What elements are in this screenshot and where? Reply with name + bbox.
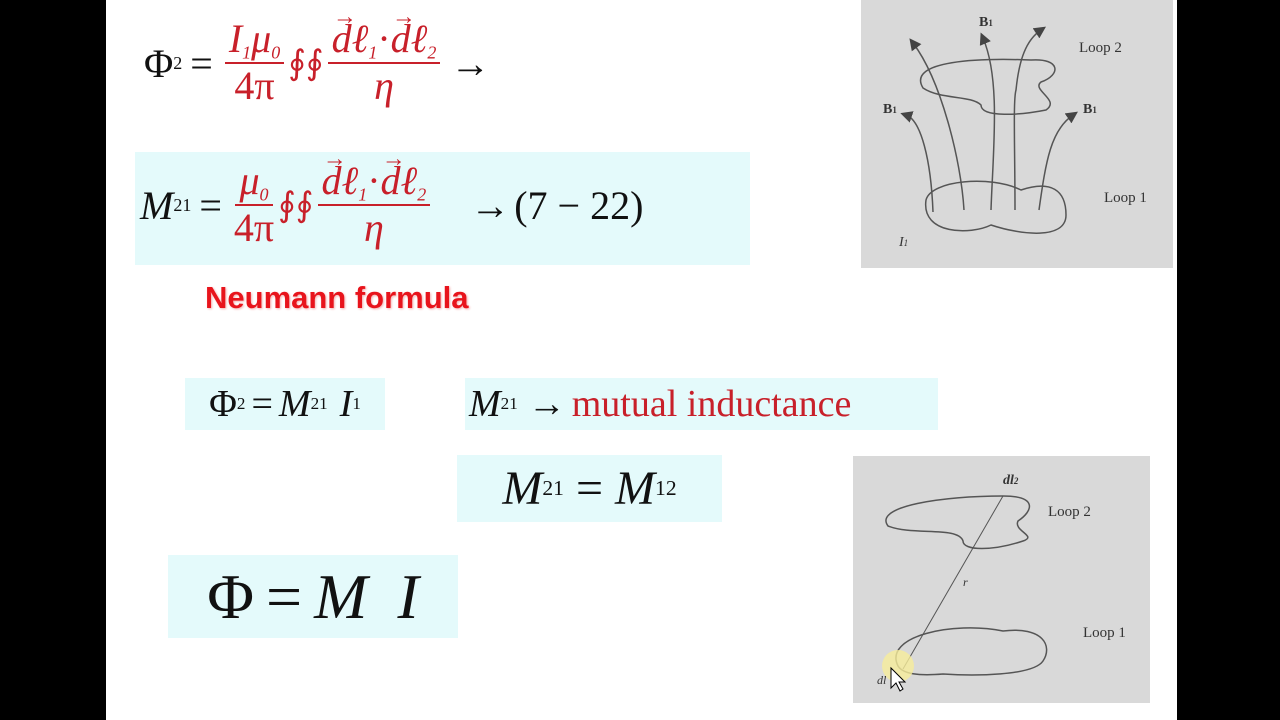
subscript: 2 xyxy=(173,52,183,73)
subscript: 2 xyxy=(236,394,246,413)
loop-2-curve xyxy=(885,495,1031,550)
subscript: 12 xyxy=(655,476,677,500)
neumann-formula-label: Neumann formula xyxy=(205,280,469,315)
neumann-equation: M21 = μ0 4π ∮∮ dℓ1·dℓ2 η → (7 − 22) xyxy=(140,147,644,251)
r-line xyxy=(902,495,1004,670)
dl-vector: dℓ xyxy=(391,5,428,60)
equals-sign: = xyxy=(190,40,213,86)
b1-label-right: B1 xyxy=(1083,102,1097,117)
slide: Φ2 = I1μ0 4π ∮∮ dℓ1·dℓ2 η → M21 = μ0 4π … xyxy=(106,0,1177,720)
dl1-label: dl xyxy=(877,673,887,687)
contour-integrals: ∮∮ xyxy=(288,45,324,83)
dot-operator: · xyxy=(377,16,391,61)
m-symbol: M xyxy=(278,383,311,425)
subscript: 0 xyxy=(259,184,269,205)
denominator: 4π xyxy=(233,205,275,251)
mu-symbol: μ xyxy=(239,158,260,203)
loop-1-label: Loop 1 xyxy=(1083,625,1126,641)
m-symbol: M xyxy=(502,462,543,515)
mu-symbol: μ xyxy=(251,16,272,61)
mutual-inductance-text: mutual inductance xyxy=(571,383,852,425)
loop-1-label: Loop 1 xyxy=(1104,190,1147,206)
subscript: 0 xyxy=(271,42,281,63)
arrow-icon: → xyxy=(527,383,566,425)
subscript: 21 xyxy=(310,394,328,413)
m-symbol: M xyxy=(469,383,501,425)
m-symbol: M xyxy=(140,182,174,228)
subscript: 1 xyxy=(368,42,378,63)
contour-integrals: ∮∮ xyxy=(278,187,314,225)
dl-vector: dℓ xyxy=(322,147,359,202)
arrow-icon: → xyxy=(470,182,511,228)
b1-label-left: B1 xyxy=(883,102,897,117)
dl-vector: dℓ xyxy=(332,5,369,60)
arrow-icon: → xyxy=(450,40,491,86)
loop-1-curve xyxy=(925,180,1067,234)
mouse-cursor-icon xyxy=(890,666,907,692)
equals-sign: = xyxy=(575,462,604,515)
flux-integral-equation: Φ2 = I1μ0 4π ∮∮ dℓ1·dℓ2 η → xyxy=(144,5,491,109)
integrand-fraction: dℓ1·dℓ2 η xyxy=(317,147,431,251)
equals-sign: = xyxy=(199,182,222,228)
r-label: r xyxy=(963,575,968,589)
loop-1-curve xyxy=(895,627,1048,676)
eta-symbol: η xyxy=(363,205,384,251)
subscript: 21 xyxy=(500,394,518,413)
current-symbol: I xyxy=(339,383,353,425)
loops-flux-figure: B1 B1 B1 Loop 2 Loop 1 I1 xyxy=(861,0,1173,268)
subscript: 21 xyxy=(542,476,564,500)
equals-sign: = xyxy=(266,560,303,632)
subscript: 1 xyxy=(358,184,368,205)
equals-sign: = xyxy=(251,383,273,425)
m-symbol: M xyxy=(314,560,368,632)
subscript: 1 xyxy=(242,42,252,63)
loop-2-label: Loop 2 xyxy=(1048,504,1091,520)
current-symbol: I xyxy=(397,560,419,632)
neumann-equation-box xyxy=(135,152,750,265)
subscript: 1 xyxy=(352,394,361,413)
dl2-label: dl2 xyxy=(1003,473,1019,488)
phi-symbol: Φ xyxy=(207,560,255,632)
coefficient-fraction: μ0 4π xyxy=(234,160,274,250)
subscript: 2 xyxy=(427,42,437,63)
loop-2-curve xyxy=(919,58,1056,116)
loop-2-label: Loop 2 xyxy=(1079,40,1122,56)
dl-vector: dℓ xyxy=(381,147,418,202)
dot-operator: · xyxy=(367,158,381,203)
cursor-highlight xyxy=(882,650,914,682)
phi-symbol: Φ xyxy=(144,40,174,86)
general-flux-equation: Φ = M I xyxy=(168,555,458,638)
current-label: I1 xyxy=(898,235,908,250)
denominator: 4π xyxy=(234,63,275,109)
current-symbol: I xyxy=(228,16,243,61)
neumann-figure: dl2 Loop 2 Loop 1 r dl xyxy=(853,456,1150,703)
m-symbol: M xyxy=(615,462,656,515)
phi-symbol: Φ xyxy=(209,383,237,425)
subscript: 21 xyxy=(173,194,192,215)
integrand-fraction: dℓ1·dℓ2 η xyxy=(327,5,441,109)
eta-symbol: η xyxy=(374,63,394,109)
coefficient-fraction: I1μ0 4π xyxy=(224,16,285,109)
subscript: 2 xyxy=(417,184,427,205)
b1-label-top: B1 xyxy=(979,15,993,30)
equation-number: (7 − 22) xyxy=(514,182,644,228)
